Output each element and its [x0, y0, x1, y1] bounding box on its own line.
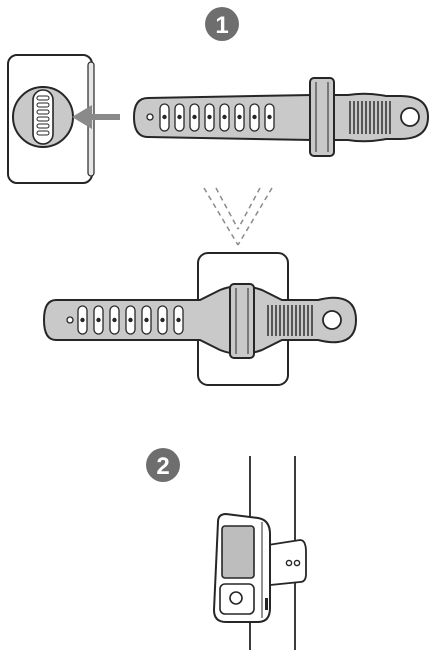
step-1-number: 1 — [215, 12, 228, 39]
strap-keeper-loop-assembled — [229, 283, 255, 359]
device-on-pole — [212, 512, 271, 623]
insert-arrow — [72, 105, 120, 129]
strap-on-pole — [267, 539, 307, 586]
strap-step-1b — [42, 285, 358, 355]
step-1-badge: 1 — [205, 7, 239, 41]
strap-step-1 — [132, 77, 430, 157]
dashed-down-chevron — [203, 187, 273, 246]
mount-plate — [7, 54, 95, 184]
step-2-badge: 2 — [146, 448, 180, 482]
step-2-number: 2 — [156, 453, 169, 480]
device-screen — [221, 525, 255, 579]
strap-keeper-loop — [309, 77, 335, 157]
assembled-mount — [42, 252, 358, 386]
device-button — [229, 591, 243, 605]
